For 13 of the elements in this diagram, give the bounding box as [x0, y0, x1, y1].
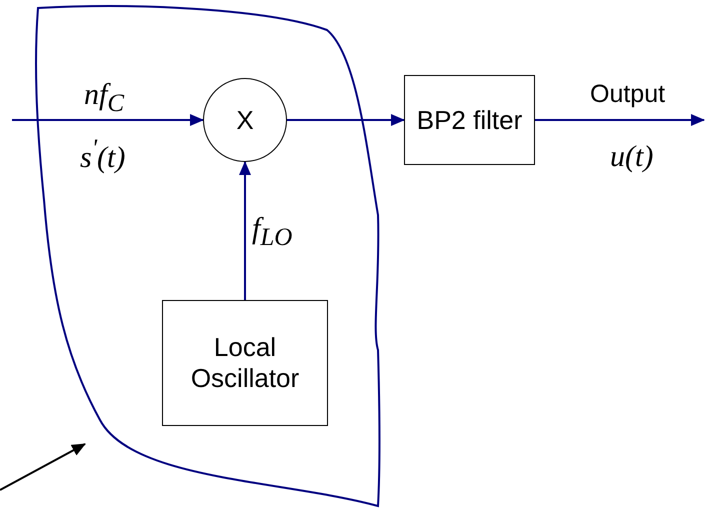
multiply-symbol: X	[236, 104, 254, 136]
block-box	[404, 75, 535, 165]
arrow	[239, 161, 251, 300]
signal-label: u(t)	[609, 140, 654, 174]
edge-label: Output	[590, 80, 666, 109]
arrow	[0, 443, 86, 491]
block-label: Local Oscillator	[190, 332, 300, 394]
arrow	[287, 114, 405, 126]
block-box	[162, 300, 328, 426]
block-label: BP2 filter	[416, 104, 522, 136]
signal-label: s$^{'}$(t)	[79, 135, 126, 175]
arrow	[535, 114, 705, 126]
arrow	[12, 114, 204, 126]
